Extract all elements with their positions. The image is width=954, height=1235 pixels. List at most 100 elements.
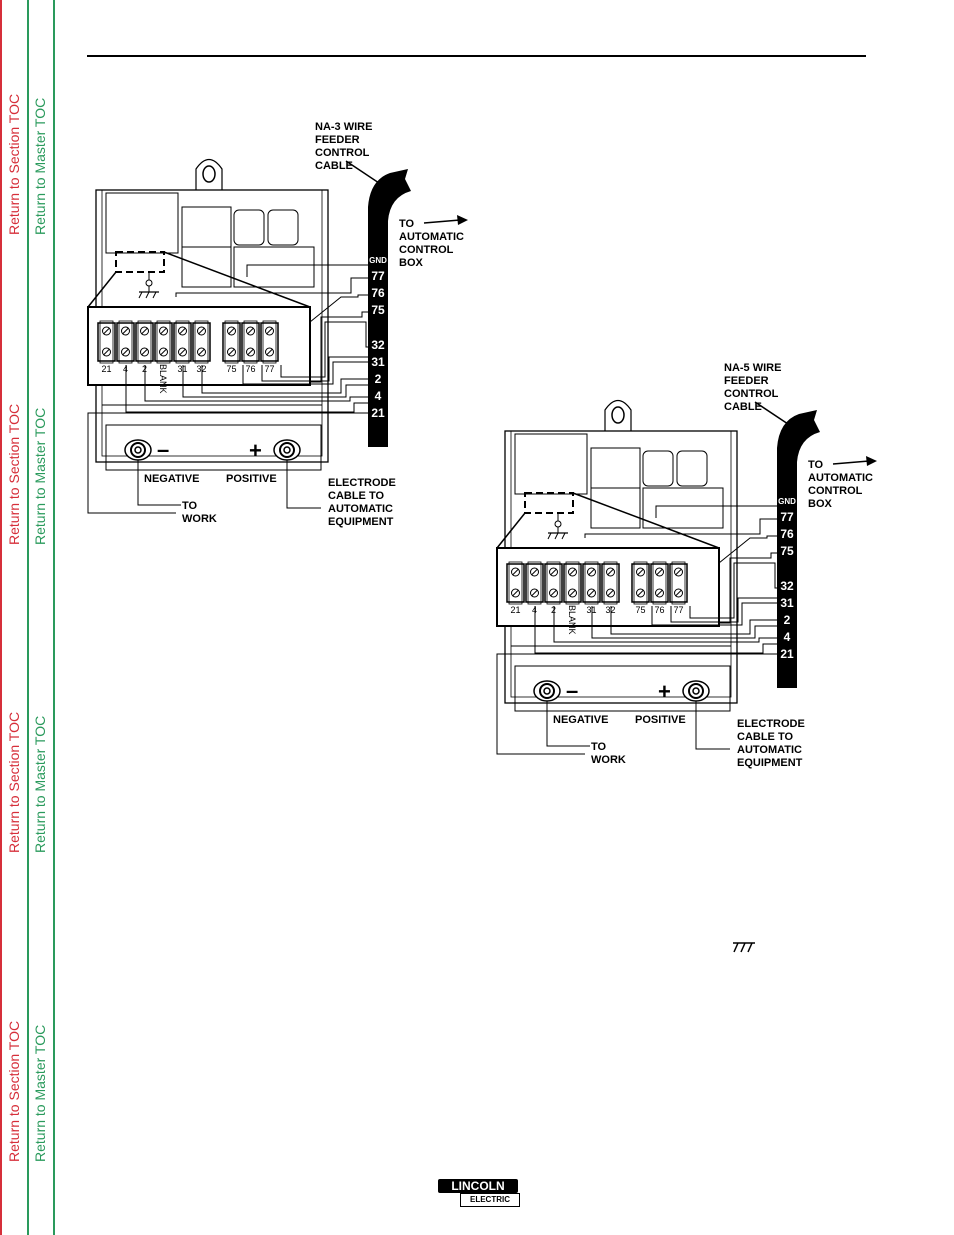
terminal-label: 75	[635, 605, 645, 615]
negative-stud-bolt	[134, 446, 142, 454]
to-arrow	[423, 219, 461, 224]
terminal-screw-slot	[179, 327, 186, 335]
positive-stud-bolt	[692, 687, 700, 695]
cable-label: NA-3 WIRE	[315, 121, 372, 133]
electrode-label: AUTOMATIC	[328, 503, 393, 515]
destination-label: CONTROL	[399, 244, 454, 256]
work-lead	[546, 701, 590, 747]
wire-75	[310, 311, 368, 383]
terminal-screw-slot	[266, 327, 273, 335]
to-arrow	[832, 460, 870, 465]
wire-21	[496, 653, 777, 755]
gnd-wire	[655, 505, 777, 518]
cable-pointer	[345, 160, 383, 186]
terminal-screw-slot	[198, 348, 205, 356]
zoom-line	[163, 251, 311, 308]
terminal-block-frame	[671, 561, 686, 605]
terminal-block-frame	[546, 561, 561, 605]
terminal-block-frame	[175, 320, 190, 364]
ground-symbol	[145, 291, 150, 299]
panel	[590, 447, 641, 489]
wire-number-label: 75	[780, 544, 794, 558]
terminal-block-frame	[99, 320, 114, 364]
wire-75-int	[689, 562, 777, 619]
mounting-hole	[611, 406, 625, 424]
terminal-screw-slot	[512, 589, 519, 597]
wire-31	[591, 606, 777, 639]
zoom-line	[572, 492, 720, 549]
terminal-screw-slot	[228, 348, 235, 356]
to-work-label: WORK	[591, 754, 626, 766]
terminal-block-frame	[137, 320, 152, 364]
wire-77	[584, 518, 777, 538]
terminal-screw-slot	[198, 327, 205, 335]
ground-symbol-icon	[733, 942, 755, 953]
cable-label: FEEDER	[724, 375, 769, 387]
terminal-screw-slot	[550, 589, 557, 597]
positive-label: POSITIVE	[635, 714, 686, 726]
terminal-screw-slot	[228, 327, 235, 335]
panel	[181, 206, 232, 248]
terminal-block-frame	[633, 561, 648, 605]
panel	[676, 450, 708, 487]
cable-label: CABLE	[724, 401, 762, 413]
terminal-block-frame	[224, 320, 239, 364]
gnd-wire	[246, 264, 368, 277]
terminal-screw-slot	[141, 348, 148, 356]
destination-label: TO	[808, 459, 824, 471]
terminal-label: BLANK	[158, 364, 168, 394]
header-rule	[87, 55, 866, 57]
panel	[642, 487, 724, 529]
ground-symbol	[138, 291, 143, 299]
output-panel	[514, 665, 731, 712]
control-cable	[777, 410, 820, 688]
logo-bottom-text: ELECTRIC	[460, 1193, 520, 1207]
terminal-block-frame	[584, 561, 599, 605]
electrode-label: ELECTRODE	[737, 718, 805, 730]
zoom-line	[87, 271, 117, 308]
terminal-block-frame	[565, 561, 580, 605]
terminal-screw-slot	[247, 348, 254, 356]
wire-77-int	[242, 361, 368, 385]
wire-number-label: 75	[371, 303, 385, 317]
electrode-lead	[695, 701, 730, 750]
terminal-screw-slot	[512, 568, 519, 576]
destination-label: AUTOMATIC	[399, 231, 464, 243]
wire-number-label: 32	[371, 338, 385, 352]
terminal-label: 77	[264, 364, 274, 374]
wire-number-label: 31	[371, 355, 385, 369]
wire-number-label: 2	[784, 613, 791, 627]
wire-number-label: 21	[780, 647, 794, 661]
wire-21	[87, 412, 368, 514]
wire-number-label: GND	[778, 497, 796, 506]
positive-stud-bolt	[283, 446, 291, 454]
wire-number-label: 76	[780, 527, 794, 541]
terminal-block-frame	[508, 561, 523, 605]
terminal-screw-slot	[675, 589, 682, 597]
wire-76	[309, 294, 368, 323]
panel	[105, 192, 179, 254]
terminal-block-frame	[156, 320, 171, 364]
logo-top-text: LINCOLN	[438, 1179, 518, 1193]
arrowhead-icon	[457, 215, 468, 225]
wire-number-label: 31	[780, 596, 794, 610]
negative-label: NEGATIVE	[553, 714, 608, 726]
destination-label: TO	[399, 218, 415, 230]
wire-number-label: 76	[371, 286, 385, 300]
panel	[514, 433, 588, 495]
arrowhead-icon	[785, 420, 795, 429]
terminal-screw-slot	[569, 568, 576, 576]
wire-32	[201, 365, 368, 394]
wire-4	[534, 606, 777, 654]
wire-32	[610, 606, 777, 635]
panel	[590, 487, 641, 529]
work-lead	[137, 460, 181, 506]
terminal-screw-slot	[637, 568, 644, 576]
wire-75-int	[280, 321, 368, 378]
wire-number-label: 2	[375, 372, 382, 386]
wire-2	[553, 606, 777, 643]
negative-stud-bolt	[543, 687, 551, 695]
terminal-screw-slot	[607, 568, 614, 576]
arrowhead-icon	[866, 456, 877, 466]
terminal-block-frame	[652, 561, 667, 605]
